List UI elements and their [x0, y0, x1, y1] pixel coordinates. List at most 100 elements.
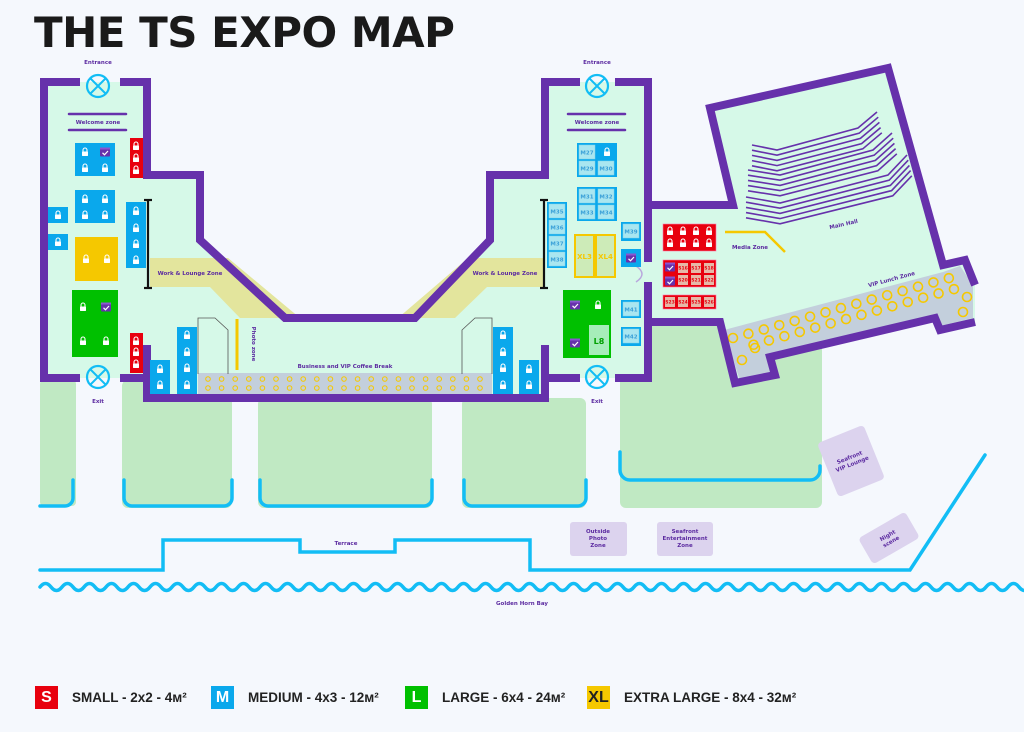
booth-S26[interactable]: S26	[704, 297, 714, 307]
booth-M31[interactable]: M31	[578, 188, 596, 204]
seat	[341, 385, 347, 391]
seat	[205, 376, 211, 382]
legend-text-xl: EXTRA LARGE - 8x4 - 32м²	[624, 690, 797, 705]
seat	[232, 376, 238, 382]
lawn-borders	[38, 450, 822, 508]
night-scene-zone[interactable]: Night scene	[858, 512, 920, 565]
seat	[354, 376, 361, 382]
booth-M30[interactable]: M30	[597, 160, 615, 176]
lounge-zone-right-label: Work & Lounge Zone	[473, 271, 538, 277]
booth-S18[interactable]: S18	[704, 263, 714, 273]
booth-S16[interactable]: S16	[678, 263, 688, 273]
calendar-check-icon	[664, 261, 676, 273]
booth-M32[interactable]: M32	[597, 188, 615, 204]
booth-S24[interactable]: S24	[678, 297, 688, 307]
seat-row	[751, 132, 883, 172]
booth-M38[interactable]: M38	[548, 251, 566, 267]
seat	[368, 385, 375, 391]
booth-M42-label: M42	[624, 335, 637, 341]
seat	[314, 385, 320, 391]
booth-S22[interactable]: S22	[704, 275, 714, 285]
seat	[871, 305, 883, 316]
booth-xl[interactable]	[75, 237, 118, 281]
booth-M27[interactable]: M27	[578, 144, 596, 160]
booth-M35[interactable]: M35	[548, 203, 566, 219]
seat	[851, 298, 862, 310]
seat	[246, 385, 252, 391]
exit-right-icon[interactable]	[584, 364, 610, 390]
booth-S21[interactable]: S21	[691, 275, 701, 285]
seat	[395, 385, 402, 391]
seafront-vip-lounge[interactable]: Seafront VIP Lounge	[817, 425, 885, 498]
seat	[382, 385, 388, 391]
seat	[881, 289, 893, 301]
seat	[912, 281, 924, 292]
booth-XL3[interactable]: XL3	[574, 234, 595, 278]
booth-M38-label: M38	[550, 258, 563, 264]
booth-M39[interactable]: M39	[622, 223, 640, 239]
booth-M41[interactable]: M41	[622, 301, 640, 317]
booth-M27-label: M27	[580, 151, 593, 157]
sea-wave	[38, 581, 1024, 593]
seat	[382, 376, 388, 382]
booth-M42[interactable]: M42	[622, 328, 640, 344]
booth-M30-label: M30	[599, 167, 612, 173]
booth-S25[interactable]: S25	[691, 297, 701, 307]
booth-S20[interactable]: S20	[678, 275, 688, 285]
seafront-entertainment-zone[interactable]: Seafront Entertainment Zone	[657, 522, 713, 556]
legend-item-medium: M MEDIUM - 4x3 - 12м²	[211, 686, 379, 709]
seat	[773, 319, 785, 331]
seat	[273, 385, 279, 391]
booths-left-hall	[48, 138, 539, 394]
booth-L8[interactable]: L8	[589, 325, 609, 355]
seat	[779, 330, 790, 342]
seat-row	[747, 153, 898, 197]
seat	[327, 376, 334, 382]
booth-S18-label: S18	[704, 266, 714, 272]
booth-medium[interactable]	[177, 327, 197, 394]
legend-item-small: S SMALL - 2x2 - 4м²	[35, 686, 187, 709]
booth-M29[interactable]: M29	[578, 160, 596, 176]
seat	[450, 385, 456, 391]
booth-M33[interactable]: M33	[578, 204, 596, 220]
seat	[422, 376, 429, 382]
seafront-ent-label-1: Seafront	[672, 529, 699, 535]
booth-M36[interactable]: M36	[548, 219, 566, 235]
booth-M34[interactable]: M34	[597, 204, 615, 220]
booth-medium[interactable]	[150, 360, 170, 394]
booth-M35-label: M35	[550, 210, 563, 216]
booth-XL4[interactable]: XL4	[595, 234, 616, 278]
booth-M32-label: M32	[599, 195, 612, 201]
booth-S20-label: S20	[678, 278, 688, 284]
calendar-check-icon	[99, 146, 111, 158]
booth-S23-label: S23	[665, 300, 675, 306]
seat	[794, 326, 806, 338]
booth-S23[interactable]: S23	[665, 297, 675, 307]
seat	[300, 385, 307, 391]
seat	[273, 376, 279, 382]
booth-medium[interactable]	[126, 202, 146, 268]
booth-M37[interactable]: M37	[548, 235, 566, 251]
seat	[804, 311, 816, 322]
booth-medium[interactable]	[519, 360, 539, 394]
entrance-right-icon[interactable]	[584, 73, 610, 99]
booth-size-legend: S SMALL - 2x2 - 4м² M MEDIUM - 4x3 - 12м…	[0, 686, 1024, 712]
seat	[354, 385, 361, 391]
booth-S17[interactable]: S17	[691, 263, 701, 273]
legend-swatch-medium: M	[211, 686, 234, 709]
seat	[902, 296, 914, 308]
outside-photo-zone[interactable]: Outside Photo Zone	[570, 522, 627, 556]
coffee-break-label: Business and VIP Coffee Break	[298, 364, 393, 370]
partition	[540, 198, 548, 290]
booth-large[interactable]	[72, 290, 118, 357]
exit-left-icon[interactable]	[85, 364, 111, 390]
lawns	[40, 320, 822, 508]
booth-medium[interactable]	[493, 327, 513, 394]
seat	[259, 385, 266, 391]
seat	[246, 376, 252, 382]
seat	[897, 285, 908, 297]
seat	[409, 376, 415, 382]
booth-medium[interactable]	[75, 190, 115, 223]
entrance-left-icon[interactable]	[85, 73, 111, 99]
walls	[40, 63, 979, 402]
